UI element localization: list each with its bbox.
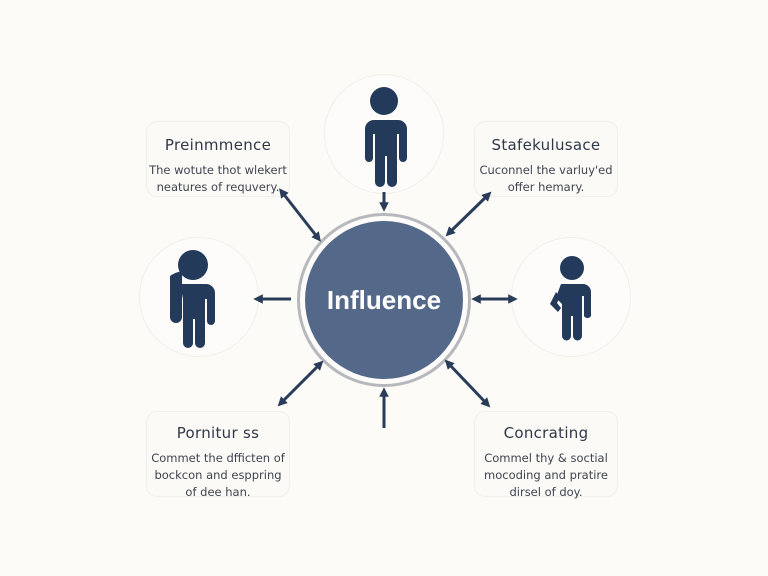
center-label: Influence xyxy=(326,284,442,315)
person-hand-on-hip-icon xyxy=(550,256,591,341)
card-bottom-left: Pornitur ss Commet the dfficten of bockc… xyxy=(147,412,289,499)
card-desc-line: mocoding and pratire xyxy=(484,468,608,482)
arrow-top-left xyxy=(279,188,321,242)
person-icon xyxy=(365,87,407,187)
card-title: Pornitur ss xyxy=(176,424,260,442)
arrow-top-right xyxy=(445,191,492,237)
card-title: Concrating xyxy=(503,424,589,442)
card-title: Preinmmence xyxy=(164,136,272,154)
card-desc-line: The wotute thot wlekert xyxy=(149,163,287,177)
card-top-left: Preinmmence The wotute thot wlekert neat… xyxy=(147,122,289,196)
card-desc-line: bockcon and esppring xyxy=(154,468,282,482)
card-desc-line: Commet the dfficten of xyxy=(151,451,285,465)
arrow-bottom-left xyxy=(277,360,324,407)
card-desc-line: neatures of requvery. xyxy=(156,180,280,194)
card-title: Stafekulusace xyxy=(491,136,601,154)
card-bottom-right: Concrating Commel thy & soctial mocoding… xyxy=(475,412,617,499)
card-desc-line: Cuconnel the varluy'ed xyxy=(479,163,613,177)
card-top-right: Stafekulusace Cuconnel the varluy'ed off… xyxy=(475,122,617,196)
card-desc-line: of dee han. xyxy=(185,485,251,499)
card-desc-line: offer hemary. xyxy=(507,180,585,194)
person-phone-icon xyxy=(170,250,215,348)
card-desc-line: dirsel of doy. xyxy=(509,485,583,499)
center-node: Influence xyxy=(305,221,463,379)
card-desc-line: Commel thy & soctial xyxy=(484,451,608,465)
arrow-bottom-right xyxy=(444,359,491,408)
